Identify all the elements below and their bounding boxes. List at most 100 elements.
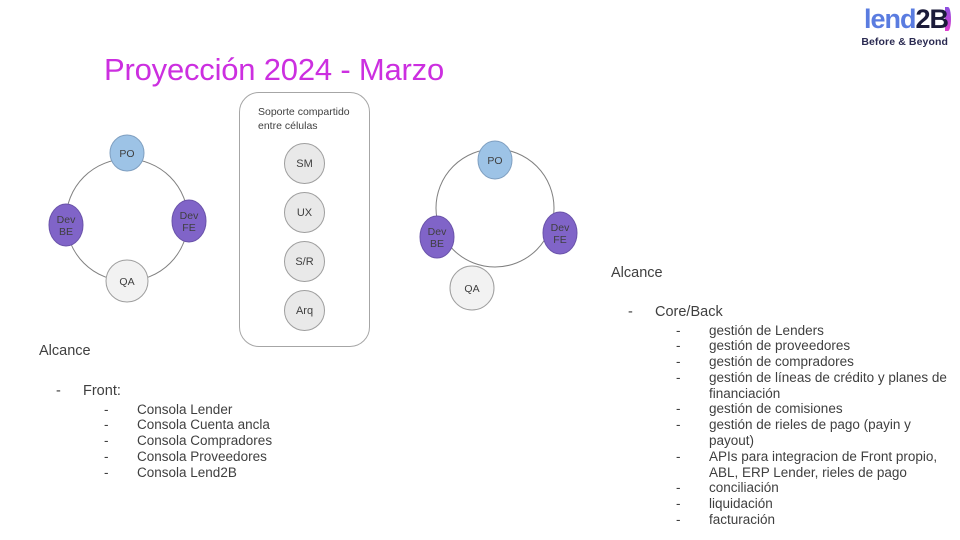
alcance-left-group: - Front: [39, 382, 369, 400]
list-item: - gestión de compradores [611, 354, 951, 370]
item-dash-icon: - [676, 369, 681, 385]
page-title: Proyección 2024 - Marzo [104, 52, 445, 87]
item-dash-icon: - [104, 464, 109, 480]
list-item-label: Consola Lend2B [137, 464, 237, 480]
list-item: - conciliación [611, 480, 951, 496]
list-item: - liquidación [611, 496, 951, 512]
dev-be-node-label-2: BE [59, 226, 73, 238]
qa-node-label: QA [464, 283, 479, 295]
qa-node-shape [449, 265, 495, 311]
dev-fe-node-shape [542, 211, 578, 255]
team-cell-diagram-2: PO Dev FE QA Dev BE [419, 140, 580, 320]
item-dash-icon: - [676, 401, 681, 417]
list-item-label: Consola Compradores [137, 433, 273, 449]
dev-be-node-label-1: Dev [57, 214, 76, 226]
alcance-left-heading: Alcance [39, 343, 91, 359]
dev-be-node-shape [419, 215, 455, 259]
po-node-label: PO [119, 148, 134, 160]
list-item-label: Consola Lender [137, 401, 233, 417]
dev-fe-node-label-2: FE [553, 234, 566, 246]
item-dash-icon: - [104, 433, 109, 449]
support-box-title: Soporte compartido entre células [240, 93, 369, 133]
list-item-label: Consola Proveedores [137, 448, 267, 464]
dev-be-node-label-1: Dev [428, 226, 447, 238]
shared-support-box: Soporte compartido entre células SM UX S… [239, 92, 370, 347]
support-chip-ux: UX [284, 192, 325, 234]
item-dash-icon: - [676, 496, 681, 512]
alcance-right-group-label: Core/Back [655, 304, 723, 321]
po-node-shape [477, 140, 513, 180]
list-item: - Consola Cuenta ancla [39, 417, 369, 433]
item-dash-icon: - [104, 401, 109, 417]
item-dash-icon: - [104, 448, 109, 464]
list-item: - APIs para integracion de Front propio, … [611, 449, 951, 481]
cell-2-node-qa: QA [449, 265, 495, 311]
alcance-left-group-dash: - [56, 383, 61, 400]
dev-fe-node-shape [171, 199, 207, 243]
list-item-label: gestión de comisiones [709, 401, 843, 417]
list-item: - facturación [611, 512, 951, 528]
list-item-label: facturación [709, 511, 776, 527]
team-cell-diagram-1: PO Dev FE QA Dev BE [48, 130, 210, 310]
cell-2-svg: PO Dev FE QA Dev BE [419, 140, 578, 311]
list-item-label: Consola Cuenta ancla [137, 417, 270, 433]
alcance-left-item-list: - Consola Lender - Consola Cuenta ancla - C… [39, 402, 369, 481]
dev-fe-node-label-1: Dev [551, 222, 570, 234]
dev-be-node-label-2: BE [430, 238, 444, 250]
list-item-label: APIs para integracion de Front propio, A… [709, 448, 938, 480]
po-node-shape [109, 134, 145, 172]
cell-2-node-dev-be: Dev BE [419, 215, 455, 259]
alcance-right-group-dash: - [628, 304, 633, 321]
cell-1-node-po: PO [109, 134, 145, 172]
list-item-label: gestión de líneas de crédito y planes de… [709, 369, 947, 401]
list-item: - gestión de rieles de pago (payin y payo… [611, 417, 951, 449]
list-item-label: gestión de Lenders [709, 322, 824, 338]
list-item-label: gestión de proveedores [709, 338, 851, 354]
cell-1-node-dev-be: Dev BE [48, 203, 84, 247]
list-item: - gestión de líneas de crédito y planes d… [611, 370, 951, 402]
alcance-front-block: Alcance - Front: - Consola Lender - Consol… [39, 343, 369, 480]
alcance-right-group: - Core/Back [611, 303, 951, 321]
support-chip-stack: SM UX S/R Arq [240, 143, 369, 332]
support-box-title-line1: Soporte compartido [258, 106, 350, 118]
list-item: - Consola Compradores [39, 433, 369, 449]
support-chip-sr: S/R [284, 241, 325, 283]
cell-1-node-qa: QA [105, 259, 149, 303]
alcance-core-back-block: Alcance - Core/Back -gestión de Lenders … [611, 265, 951, 528]
item-dash-icon: - [676, 480, 681, 496]
brand-logo: lend2B Before & Beyond [861, 4, 951, 48]
alcance-right-heading: Alcance [611, 265, 663, 281]
item-dash-icon: - [676, 322, 681, 338]
support-chip-sm: SM [284, 143, 325, 185]
item-dash-icon: - [104, 417, 109, 433]
logo-tagline: Before & Beyond [861, 36, 948, 48]
list-item-label: gestión de compradores [709, 354, 854, 370]
list-item: - Consola Proveedores [39, 449, 369, 465]
cell-1-svg: PO Dev FE QA Dev BE [48, 134, 207, 303]
dev-fe-node-label-1: Dev [180, 210, 199, 222]
list-item: - gestión de proveedores [611, 338, 951, 354]
support-box-title-line2: entre células [258, 120, 318, 133]
logo-word-primary: lend [863, 4, 917, 34]
item-dash-icon: - [676, 417, 681, 433]
logo-wordmark: lend2B [861, 4, 951, 34]
list-item: - Consola Lend2B [39, 465, 369, 481]
qa-node-shape [105, 259, 149, 303]
list-item: - gestión de Lenders [611, 323, 951, 339]
logo-word-secondary: 2B [915, 4, 951, 34]
item-dash-icon: - [676, 448, 681, 464]
qa-node-label: QA [119, 276, 134, 288]
item-dash-icon: - [676, 338, 681, 354]
item-dash-icon: - [676, 511, 681, 527]
alcance-left-group-label: Front: [83, 383, 121, 400]
list-item-label: liquidación [709, 496, 773, 512]
cell-2-node-dev-fe: Dev FE [542, 211, 578, 255]
dev-fe-node-label-2: FE [182, 222, 195, 234]
list-item-label: gestión de rieles de pago (payin y payou… [709, 417, 911, 448]
support-chip-arq: Arq [284, 290, 325, 332]
item-dash-icon: - [676, 354, 681, 370]
list-item: - gestión de comisiones [611, 401, 951, 417]
list-item: - Consola Lender [39, 402, 369, 418]
cell-2-node-po: PO [477, 140, 513, 180]
list-item-label: conciliación [709, 480, 779, 496]
